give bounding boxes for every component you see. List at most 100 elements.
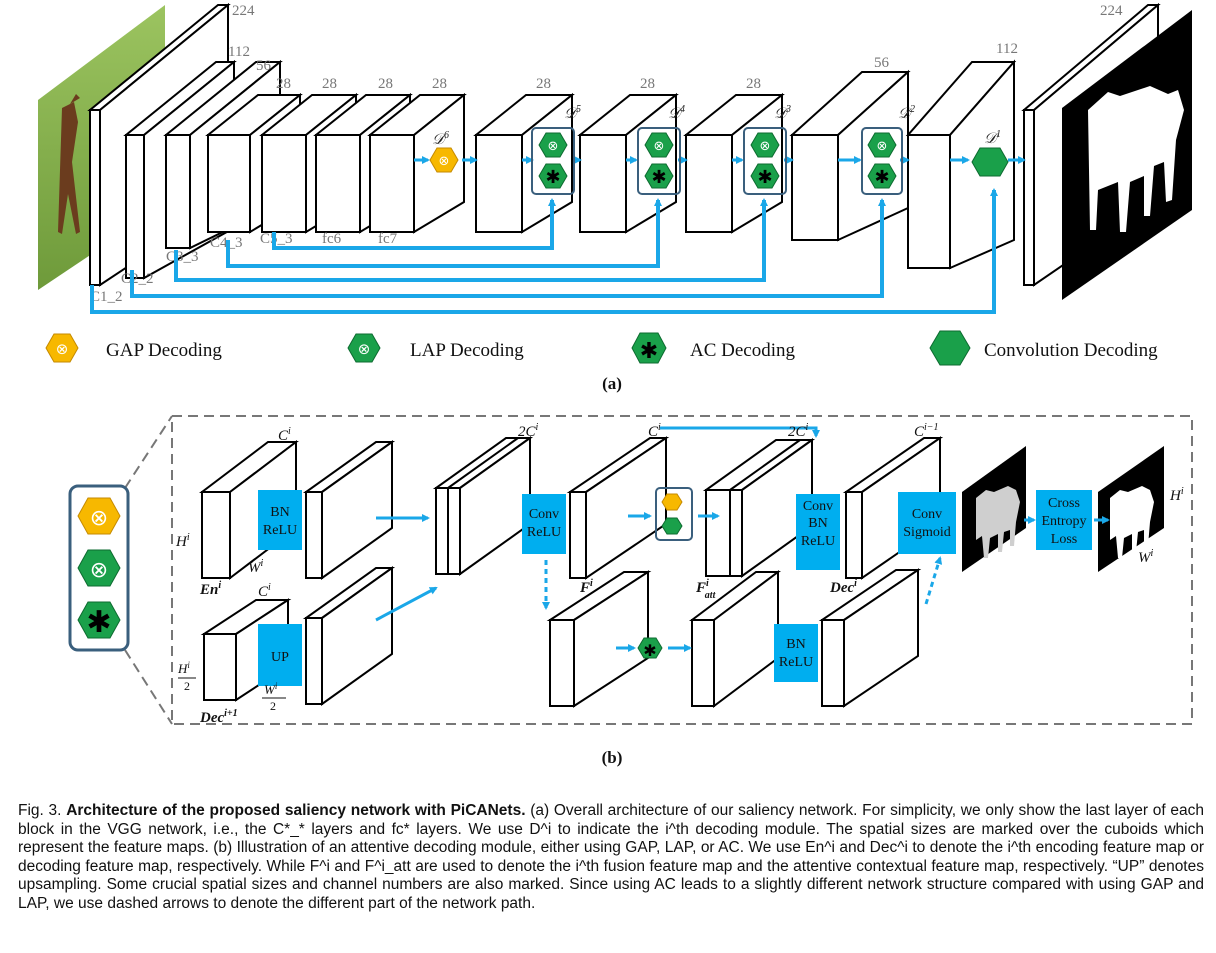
svg-text:⊗: ⊗ <box>56 340 69 358</box>
svg-text:ReLU: ReLU <box>801 534 835 549</box>
size-112-out: 112 <box>996 41 1018 57</box>
label-d2: 𝒟2 <box>898 104 915 122</box>
h-half-label: Hi <box>177 660 190 676</box>
svg-text:Loss: Loss <box>1051 532 1077 547</box>
legend-conv-icon <box>929 330 971 366</box>
op-box-labels: BN ReLU UP Conv ReLU Conv BN ReLU Conv S… <box>263 496 1087 670</box>
w-i-right-label: Wi <box>1138 548 1154 566</box>
size-56-in: 56 <box>256 58 272 74</box>
size-28-f: 28 <box>640 76 655 92</box>
svg-text:⊗: ⊗ <box>358 340 371 358</box>
svg-text:Conv: Conv <box>529 507 559 522</box>
op-boxes <box>258 490 1092 686</box>
caption-title: Architecture of the proposed saliency ne… <box>66 802 526 819</box>
label-d5: 𝒟5 <box>564 104 581 122</box>
svg-text:ReLU: ReLU <box>263 523 297 538</box>
svg-text:Conv: Conv <box>912 507 942 522</box>
h-i-right-label: Hi <box>1169 486 1184 504</box>
size-28-g: 28 <box>746 76 761 92</box>
svg-text:✱: ✱ <box>651 167 666 188</box>
size-28-c: 28 <box>378 76 393 92</box>
svg-text:BN: BN <box>270 505 289 520</box>
attention-module-b <box>655 487 693 541</box>
c-i-label-1: Ci <box>278 426 291 444</box>
size-28-b: 28 <box>322 76 337 92</box>
label-d3: 𝒟3 <box>774 104 791 122</box>
panel-a-label: (a) <box>602 374 622 393</box>
legend-gap-label: GAP Decoding <box>106 340 222 361</box>
dec-i-label: Deci <box>829 578 857 596</box>
svg-text:✱: ✱ <box>86 605 111 640</box>
size-28-d: 28 <box>432 76 447 92</box>
size-28-e: 28 <box>536 76 551 92</box>
label-d4: 𝒟4 <box>668 104 685 122</box>
caption-body: (a) Overall architecture of our saliency… <box>18 802 1204 912</box>
predicted-map <box>962 446 1026 572</box>
legend-lap-icon: ⊗ <box>347 333 381 363</box>
module-d3: ⊗ ✱ <box>743 127 787 195</box>
figure-caption: Fig. 3. Architecture of the proposed sal… <box>18 802 1204 913</box>
c-i-label-3: Ci <box>258 582 271 600</box>
bn-relu-box-1 <box>258 490 302 550</box>
conv-bn-relu-box <box>796 494 840 570</box>
panel-b-label: (b) <box>602 748 623 767</box>
conv-sigmoid-box <box>898 492 956 554</box>
gap-module-d6: ⊗ <box>429 147 459 173</box>
svg-text:BN: BN <box>808 516 827 531</box>
bn-relu-box-2 <box>774 624 818 682</box>
w-i-label: Wi <box>248 558 264 576</box>
decoder-cuboids <box>473 2 1161 287</box>
svg-text:⊗: ⊗ <box>439 154 450 169</box>
svg-text:BN: BN <box>786 637 805 652</box>
svg-text:⊗: ⊗ <box>654 139 665 154</box>
module-d4: ⊗ ✱ <box>637 127 681 195</box>
legend: ⊗ GAP Decoding ⊗ LAP Decoding ✱ AC Decod… <box>45 330 1158 366</box>
cross-entropy-box <box>1036 490 1092 550</box>
panel-b-frame <box>124 415 1193 725</box>
caption-prefix: Fig. 3. <box>18 802 62 819</box>
svg-text:Conv: Conv <box>803 499 833 514</box>
svg-text:2: 2 <box>270 699 276 713</box>
size-labels: 224 112 56 28 28 28 28 28 28 28 56 112 2… <box>228 3 1123 92</box>
size-28-a: 28 <box>276 76 291 92</box>
svg-text:✱: ✱ <box>640 339 658 364</box>
label-c5-3: C5_3 <box>260 231 293 247</box>
svg-text:2: 2 <box>184 679 190 693</box>
module-d2: ⊗ ✱ <box>861 127 903 195</box>
two-c-i-label-2: 2Ci <box>788 422 809 440</box>
skip-connections <box>90 188 998 314</box>
two-c-i-label-1: 2Ci <box>518 422 539 440</box>
conv-relu-box <box>522 494 566 554</box>
label-fc7: fc7 <box>378 231 398 247</box>
svg-text:✱: ✱ <box>757 167 772 188</box>
f-i-label: Fi <box>579 578 593 596</box>
c-i-label-2: Ci <box>648 422 661 440</box>
svg-text:⊗: ⊗ <box>90 558 108 583</box>
svg-text:⊗: ⊗ <box>90 506 108 531</box>
label-fc6: fc6 <box>322 231 342 247</box>
en-i-label: Eni <box>199 580 221 598</box>
ac-module-b: ✱ <box>637 637 663 660</box>
output-saliency-map <box>1062 10 1192 300</box>
legend-conv-label: Convolution Decoding <box>984 340 1158 361</box>
size-224-in: 224 <box>232 3 255 19</box>
svg-text:ReLU: ReLU <box>779 655 813 670</box>
size-56-out: 56 <box>874 55 890 71</box>
svg-text:Sigmoid: Sigmoid <box>903 525 950 540</box>
svg-text:⊗: ⊗ <box>877 139 888 154</box>
legend-ac-icon: ✱ <box>631 332 667 364</box>
legend-lap-label: LAP Decoding <box>410 340 524 361</box>
conv-module-d1 <box>971 147 1009 177</box>
svg-text:Entropy: Entropy <box>1041 514 1086 529</box>
svg-text:ReLU: ReLU <box>527 525 561 540</box>
svg-text:✱: ✱ <box>545 167 560 188</box>
panel-b-dashed-arrows <box>542 556 943 610</box>
size-112-in: 112 <box>228 44 250 60</box>
figure-canvas: 224 112 56 28 28 28 28 28 28 28 56 112 2… <box>38 2 1193 767</box>
encoder-cuboids <box>87 2 467 287</box>
svg-text:✱: ✱ <box>643 641 656 660</box>
h-i-label: Hi <box>175 532 190 550</box>
panel-b-arrows <box>375 426 1110 652</box>
